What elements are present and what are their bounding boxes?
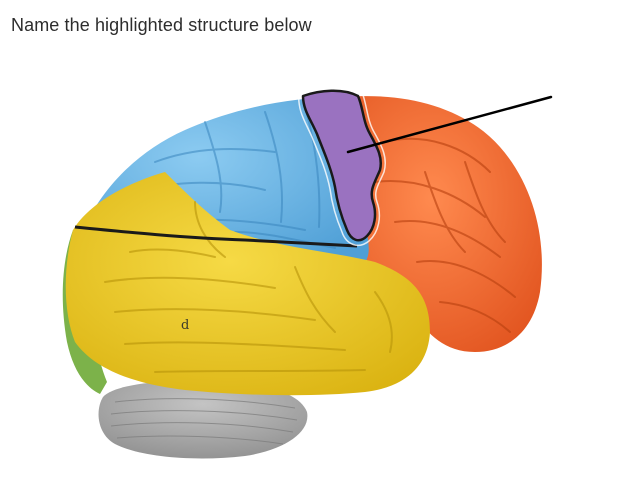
brain-diagram: d (62, 85, 553, 459)
lateral-sulcus (74, 225, 358, 248)
frontal-region (341, 96, 542, 352)
highlighted-structure-outline (297, 85, 386, 247)
temporal-gyri (104, 201, 393, 373)
highlighted-structure[interactable] (301, 89, 382, 242)
region-label-d: d (181, 318, 189, 333)
brain-figure: d (45, 52, 615, 492)
cerebellum-region (98, 380, 308, 459)
pointer-line (346, 95, 553, 154)
question-text: Name the highlighted structure below (11, 15, 312, 35)
cerebellum-folia (110, 398, 298, 445)
